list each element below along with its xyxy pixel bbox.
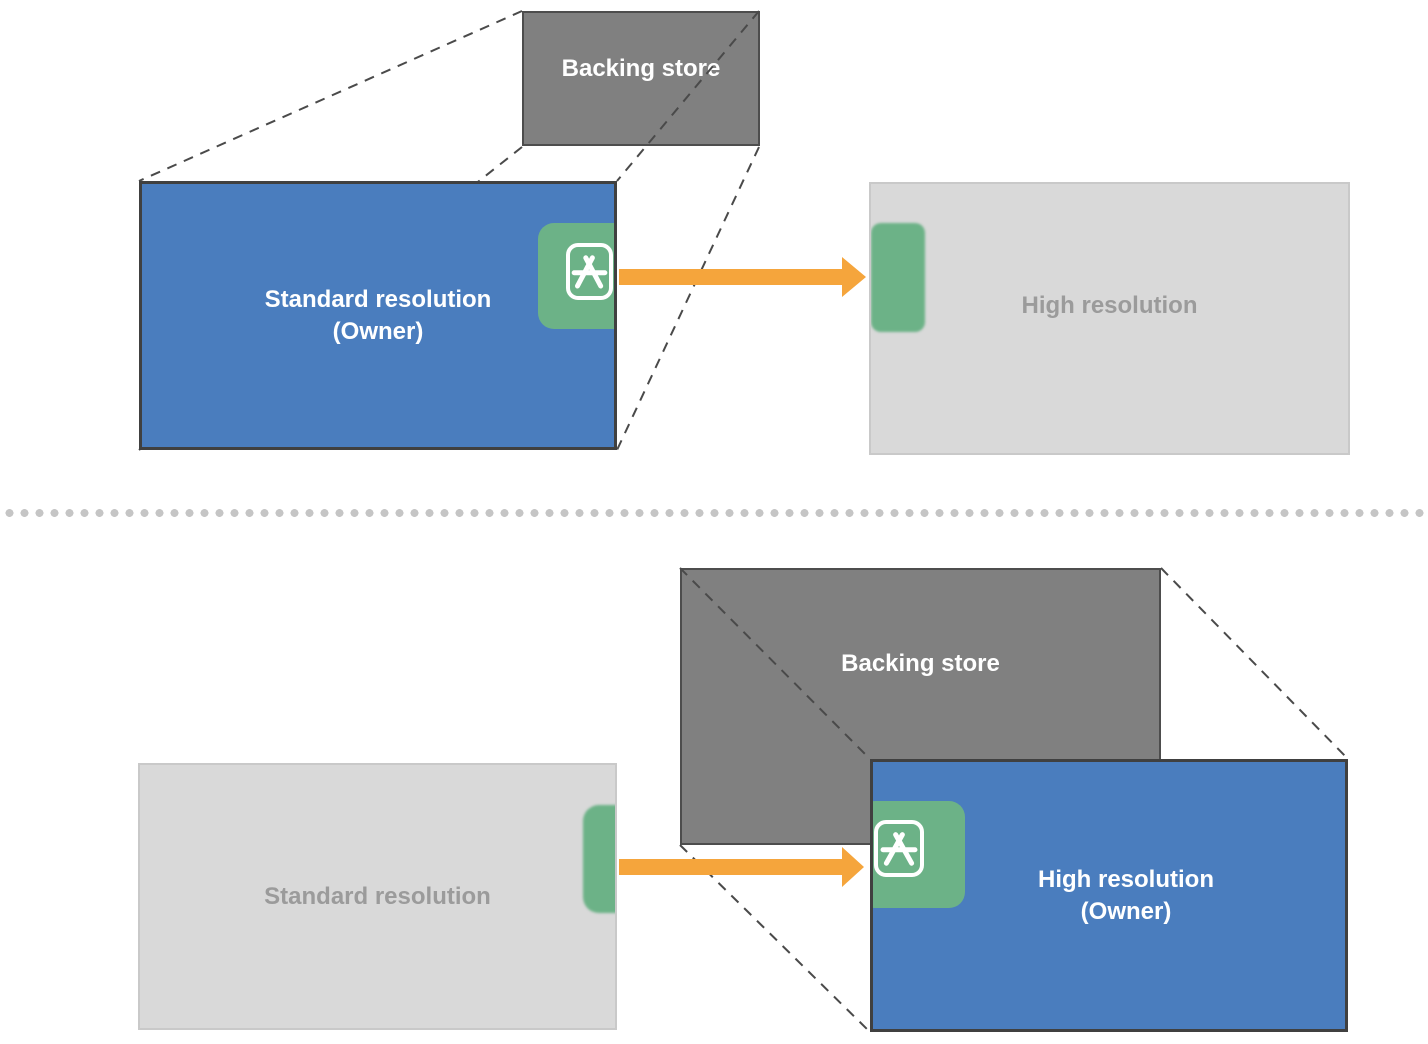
app-store-icon-fragment	[871, 223, 925, 332]
standard-resolution-label: Standard resolution	[264, 882, 491, 910]
app-store-icon-frame	[566, 243, 613, 300]
backing-store-label-bottom: Backing store	[841, 650, 1000, 677]
right-arrow-bottom	[619, 847, 864, 887]
high-resolution-owner-label: High resolution (Owner)	[1038, 865, 1214, 925]
app-store-icon-glyph	[571, 255, 608, 289]
right-arrow-top	[619, 257, 866, 297]
app-store-icon-fragment	[583, 805, 615, 913]
standard-resolution-owner-window: Standard resolution (Owner)	[139, 181, 617, 450]
section-divider-dots	[0, 509, 1428, 517]
backing-store-box-top: Backing store	[522, 11, 760, 146]
high-resolution-label: High resolution	[1021, 291, 1198, 319]
standard-resolution-owner-label: Standard resolution (Owner)	[264, 285, 492, 345]
app-store-icon-frame	[874, 820, 924, 877]
standard-resolution-window: Standard resolution	[138, 763, 617, 1030]
app-store-icon	[873, 801, 965, 908]
app-store-icon	[538, 223, 614, 329]
high-resolution-owner-window: High resolution (Owner)	[870, 759, 1348, 1032]
app-store-icon-glyph	[880, 832, 918, 866]
high-resolution-window: High resolution	[869, 182, 1350, 455]
backing-store-label-top: Backing store	[561, 55, 721, 82]
